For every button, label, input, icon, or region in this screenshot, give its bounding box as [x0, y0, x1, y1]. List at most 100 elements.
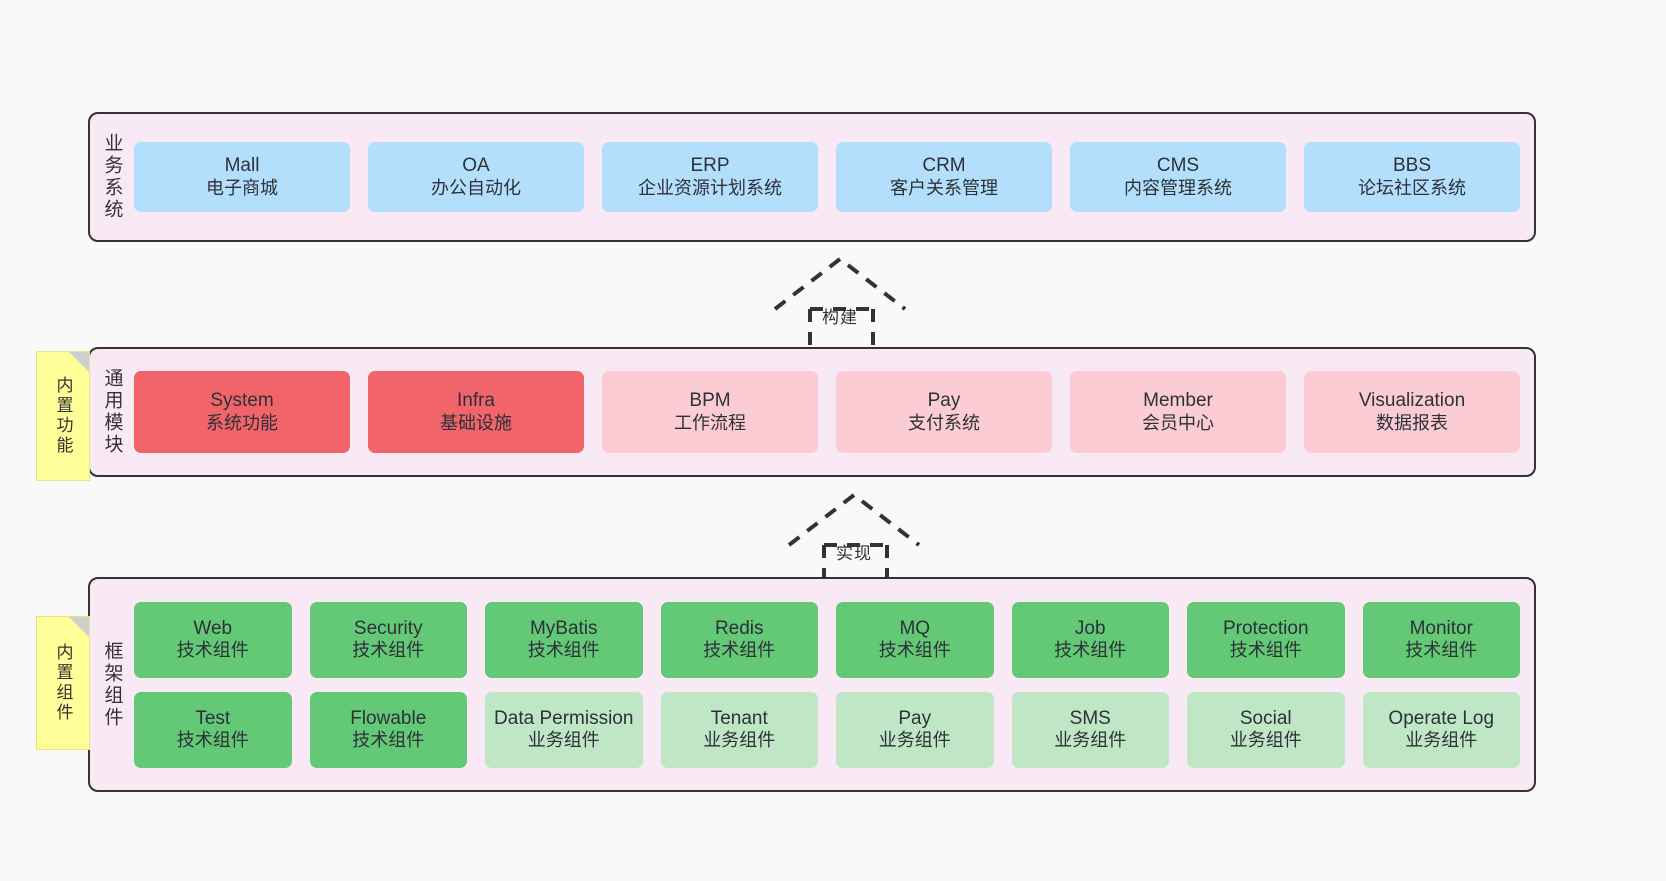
tile-cms[interactable]: CMS 内容管理系统	[1070, 142, 1286, 212]
tile-subtitle: 数据报表	[1376, 412, 1448, 433]
generalization-arrow-icon	[773, 256, 907, 354]
layer-common-modules: 通用模块 System 系统功能 Infra 基础设施 BPM 工作流程 Pay	[88, 347, 1536, 477]
layer-title-common-modules: 通用模块	[101, 368, 123, 456]
tile-subtitle: 电子商城	[206, 177, 278, 198]
tile-title: OA	[462, 155, 490, 177]
layer-title-business-systems: 业务系统	[101, 133, 123, 221]
tile-protection[interactable]: Protection 技术组件	[1187, 601, 1345, 678]
tile-title: Tenant	[710, 707, 768, 729]
tile-subtitle: 技术组件	[176, 640, 249, 661]
tile-title: Pay	[927, 390, 961, 412]
tile-subtitle: 业务组件	[527, 730, 600, 751]
tile-redis[interactable]: Redis 技术组件	[660, 601, 818, 678]
tile-subtitle: 基础设施	[440, 412, 512, 433]
tile-subtitle: 技术组件	[703, 640, 776, 661]
tile-title: Redis	[714, 617, 764, 639]
tile-title: System	[210, 390, 274, 412]
layer-body-business-systems: Mall 电子商城 OA 办公自动化 ERP 企业资源计划系统 CRM 客户关系…	[134, 114, 1534, 240]
tile-title: Monitor	[1409, 617, 1473, 639]
tile-subtitle: 技术组件	[1054, 640, 1127, 661]
tile-social[interactable]: Social 业务组件	[1187, 691, 1345, 768]
tile-pay-module[interactable]: Pay 支付系统	[836, 371, 1052, 453]
tile-subtitle: 技术组件	[1229, 640, 1302, 661]
note-builtin-components[interactable]: 内置组件	[36, 616, 90, 750]
tile-subtitle: 工作流程	[674, 412, 746, 433]
tile-subtitle: 技术组件	[176, 730, 249, 751]
tile-title: Data Permission	[494, 707, 634, 729]
tile-title: Operate Log	[1388, 707, 1495, 729]
tile-bbs[interactable]: BBS 论坛社区系统	[1304, 142, 1520, 212]
tile-subtitle: 业务组件	[878, 730, 951, 751]
tile-subtitle: 业务组件	[1054, 730, 1127, 751]
tile-mybatis[interactable]: MyBatis 技术组件	[485, 601, 643, 678]
tile-title: Test	[195, 707, 231, 729]
tile-row: System 系统功能 Infra 基础设施 BPM 工作流程 Pay 支付系统…	[134, 371, 1520, 453]
tile-subtitle: 客户关系管理	[890, 177, 998, 198]
tile-subtitle: 内容管理系统	[1124, 177, 1232, 198]
tile-operate-log[interactable]: Operate Log 业务组件	[1362, 691, 1520, 768]
tile-monitor[interactable]: Monitor 技术组件	[1362, 601, 1520, 678]
layer-framework-components: 框架组件 Web 技术组件 Security 技术组件 MyBatis 技术组件…	[88, 577, 1536, 792]
tile-title: MyBatis	[529, 617, 598, 639]
tile-member[interactable]: Member 会员中心	[1070, 371, 1286, 453]
tile-title: Protection	[1222, 617, 1309, 639]
tile-crm[interactable]: CRM 客户关系管理	[836, 142, 1052, 212]
tile-title: Flowable	[350, 707, 427, 729]
tile-title: Pay	[898, 707, 932, 729]
tile-title: SMS	[1069, 707, 1111, 729]
tile-row: Test 技术组件 Flowable 技术组件 Data Permission …	[134, 691, 1520, 768]
tile-row: Web 技术组件 Security 技术组件 MyBatis 技术组件 Redi…	[134, 601, 1520, 678]
tile-subtitle: 系统功能	[206, 412, 278, 433]
tile-title: BBS	[1392, 155, 1432, 177]
tile-title: Security	[353, 617, 423, 639]
generalization-arrow-icon	[787, 492, 921, 590]
tile-security[interactable]: Security 技术组件	[309, 601, 467, 678]
tile-title: Visualization	[1358, 390, 1466, 412]
tile-subtitle: 业务组件	[703, 730, 776, 751]
tile-title: Member	[1143, 390, 1213, 412]
tile-subtitle: 技术组件	[1405, 640, 1478, 661]
tile-visualization[interactable]: Visualization 数据报表	[1304, 371, 1520, 453]
tile-title: CRM	[922, 155, 966, 177]
connector-build: 构建	[755, 254, 925, 354]
tile-subtitle: 支付系统	[908, 412, 980, 433]
tile-test[interactable]: Test 技术组件	[134, 691, 292, 768]
tile-infra[interactable]: Infra 基础设施	[368, 371, 584, 453]
tile-subtitle: 论坛社区系统	[1358, 177, 1466, 198]
layer-body-framework-components: Web 技术组件 Security 技术组件 MyBatis 技术组件 Redi…	[134, 579, 1534, 790]
tile-erp[interactable]: ERP 企业资源计划系统	[602, 142, 818, 212]
tile-sms[interactable]: SMS 业务组件	[1011, 691, 1169, 768]
tile-title: Web	[193, 617, 233, 639]
note-builtin-features[interactable]: 内置功能	[36, 351, 90, 481]
tile-subtitle: 业务组件	[1229, 730, 1302, 751]
tile-data-permission[interactable]: Data Permission 业务组件	[485, 691, 643, 768]
tile-subtitle: 业务组件	[1405, 730, 1478, 751]
tile-pay-component[interactable]: Pay 业务组件	[836, 691, 994, 768]
tile-subtitle: 技术组件	[352, 730, 425, 751]
tile-title: Mall	[224, 155, 260, 177]
tile-mall[interactable]: Mall 电子商城	[134, 142, 350, 212]
tile-bpm[interactable]: BPM 工作流程	[602, 371, 818, 453]
tile-tenant[interactable]: Tenant 业务组件	[660, 691, 818, 768]
tile-subtitle: 会员中心	[1142, 412, 1214, 433]
layer-title-framework-components: 框架组件	[101, 640, 123, 729]
tile-subtitle: 办公自动化	[431, 177, 521, 198]
tile-title: BPM	[689, 390, 731, 412]
tile-title: Social	[1239, 707, 1292, 729]
tile-title: Job	[1074, 617, 1106, 639]
layer-body-common-modules: System 系统功能 Infra 基础设施 BPM 工作流程 Pay 支付系统…	[134, 349, 1534, 475]
tile-oa[interactable]: OA 办公自动化	[368, 142, 584, 212]
tile-flowable[interactable]: Flowable 技术组件	[309, 691, 467, 768]
layer-business-systems: 业务系统 Mall 电子商城 OA 办公自动化 ERP 企业资源计划系统 CRM	[88, 112, 1536, 242]
tile-job[interactable]: Job 技术组件	[1011, 601, 1169, 678]
tile-title: Infra	[456, 390, 496, 412]
tile-web[interactable]: Web 技术组件	[134, 601, 292, 678]
connector-implement: 实现	[769, 490, 939, 590]
tile-title: ERP	[690, 155, 730, 177]
tile-mq[interactable]: MQ 技术组件	[836, 601, 994, 678]
tile-subtitle: 企业资源计划系统	[638, 177, 782, 198]
tile-row: Mall 电子商城 OA 办公自动化 ERP 企业资源计划系统 CRM 客户关系…	[134, 142, 1520, 212]
tile-subtitle: 技术组件	[352, 640, 425, 661]
tile-system[interactable]: System 系统功能	[134, 371, 350, 453]
